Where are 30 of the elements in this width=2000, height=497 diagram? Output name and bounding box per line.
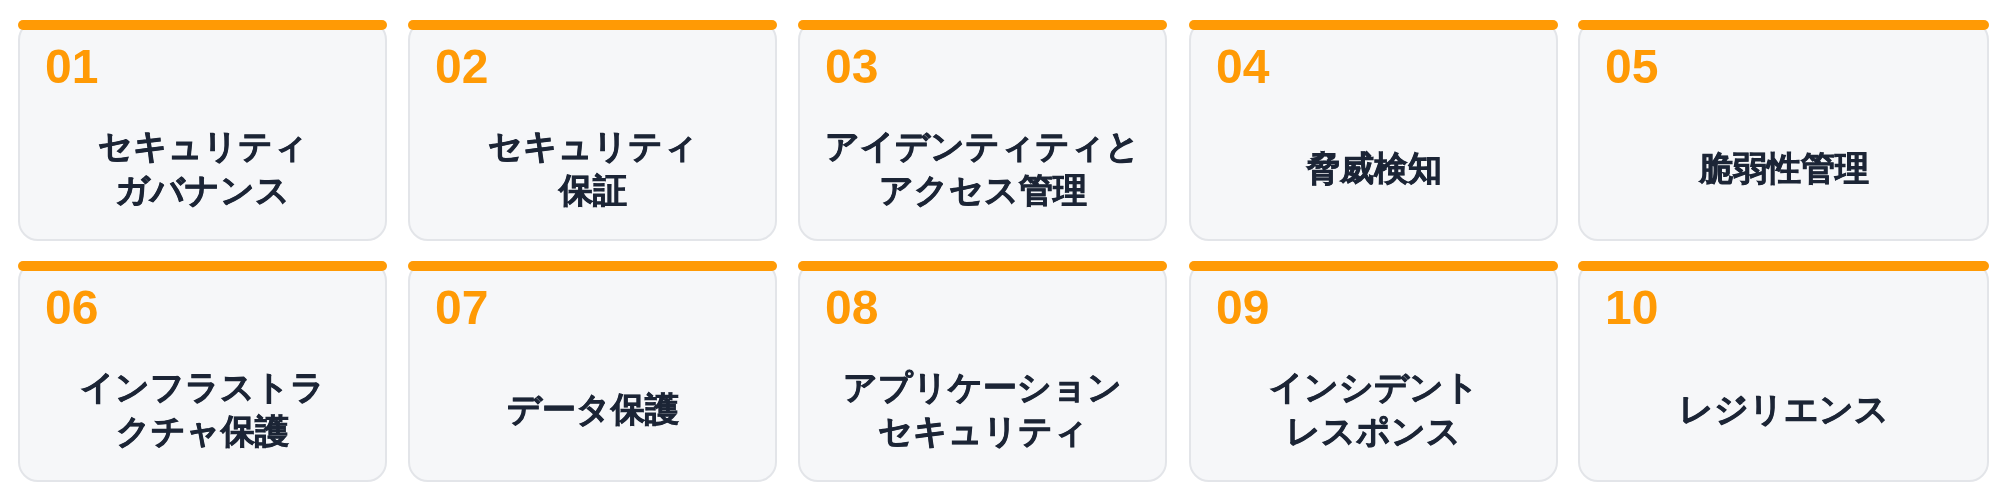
card-title: 脆弱性管理 [1698,148,1869,189]
card [798,20,1167,241]
card-number: 09 [1216,284,1270,332]
card-number: 01 [45,43,99,91]
card [18,20,387,241]
card-number: 03 [825,43,879,91]
card-title: セキュリティ保証 [486,126,699,211]
card [1189,261,1558,482]
card [408,261,777,482]
card [798,261,1167,482]
card [1189,20,1558,241]
card-title: セキュリティガバナンス [96,126,309,211]
card-title: インシデントレスポンス [1267,367,1480,452]
card [408,20,777,241]
card-title: 脅威検知 [1305,148,1442,189]
card-number: 02 [435,43,489,91]
card [1578,20,1989,241]
card-title: レジリエンス [1678,389,1889,430]
card [1578,261,1989,482]
card-number: 10 [1605,284,1659,332]
card-number: 06 [45,284,99,332]
card-title: アプリケーションセキュリティ [842,367,1123,452]
card-title: インフラストラクチャ保護 [79,367,326,452]
card [18,261,387,482]
card-number: 05 [1605,43,1659,91]
card-number: 04 [1216,43,1270,91]
card-number: 07 [435,284,489,332]
card-number: 08 [825,284,879,332]
card-title: アイデンティティとアクセス管理 [824,126,1141,211]
card-title: データ保護 [506,389,679,430]
